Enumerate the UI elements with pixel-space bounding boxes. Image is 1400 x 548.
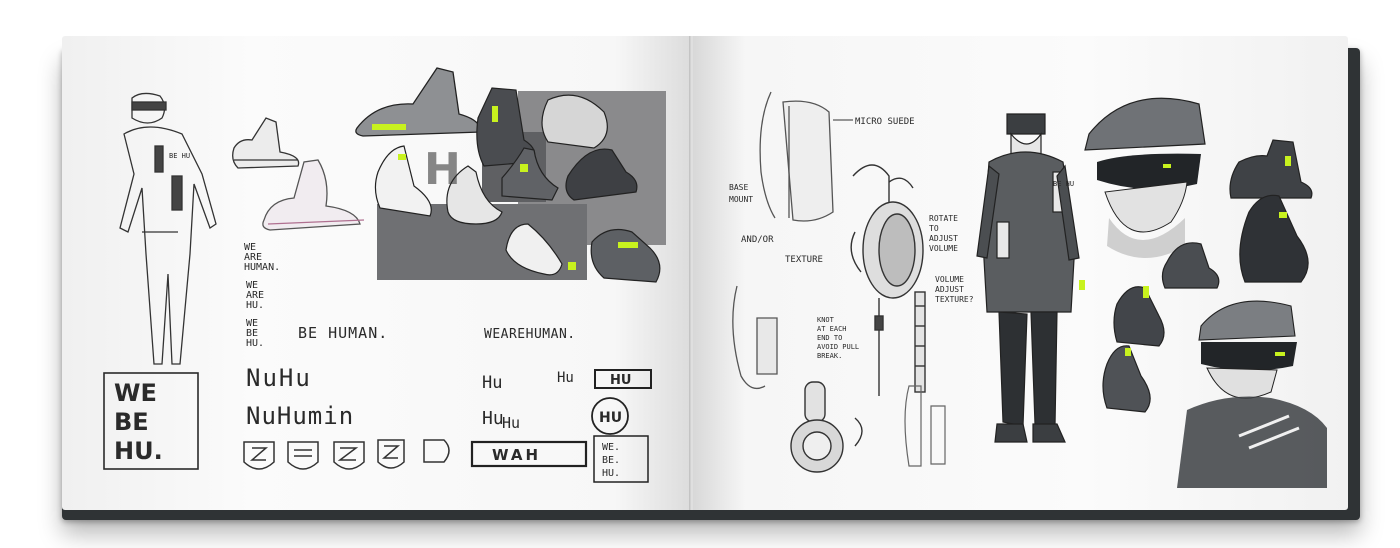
left-page-drawing: BE HU	[103, 67, 666, 483]
note-base-mount: MOUNT	[729, 195, 753, 204]
wordmark-nuhumin: NuHumin	[246, 402, 354, 430]
slogan-line: HU.	[246, 300, 264, 311]
slogan-we-be-hu-small: WE BE HU.	[246, 318, 264, 349]
slogan-line: BE	[246, 328, 258, 339]
note-knot: AVOID PULL	[817, 343, 859, 351]
wordmark-wah-box: WAH	[470, 440, 588, 468]
wordmark-hu-circle: HU	[591, 397, 629, 435]
rendered-shoes-collage: H	[355, 67, 666, 283]
headphone-sketch	[850, 164, 926, 396]
box-line: BE.	[602, 455, 620, 466]
slogan-line: WE	[244, 242, 256, 253]
wordmark-box-we-be-hu: WE. BE. HU.	[593, 435, 649, 483]
wordmark-hu-box: HU	[594, 369, 652, 389]
hu-circle-text: HU	[599, 410, 622, 426]
sneaker-sketch-small	[232, 117, 300, 169]
right-page: MICRO SUEDE BASE MOUNT AND/OR TEXTURE RO	[693, 36, 1348, 510]
visor-head-render-2	[1177, 300, 1327, 488]
book-gutter	[689, 36, 695, 510]
slogan-line: HUMAN.	[244, 262, 280, 273]
slogan-line: ARE	[246, 290, 264, 301]
hu-box-text: HU	[610, 373, 631, 388]
note-volume: TEXTURE?	[935, 295, 974, 304]
note-volume: ADJUST	[935, 285, 964, 294]
hooded-figure-sketch	[119, 92, 217, 365]
note-knot: AT EACH	[817, 325, 847, 333]
strap-clip-sketch	[904, 385, 946, 467]
note-knot: KNOT	[817, 316, 835, 324]
note-rotate: ADJUST	[929, 234, 958, 243]
slogan-line: WE	[246, 318, 258, 329]
volume-knob-sketch	[790, 381, 863, 473]
slogan-we-are-human: WE ARE HUMAN.	[244, 242, 280, 273]
note-rotate: VOLUME	[929, 244, 958, 253]
slogan-wearehuman: WEAREHUMAN.	[484, 327, 576, 342]
wordmark-hu-1: Hu	[482, 373, 502, 393]
strap-sketch	[732, 91, 834, 390]
figure-badge-text: BE HU	[169, 152, 190, 160]
logo-line: WE	[114, 379, 157, 407]
slogan-we-are-hu: WE ARE HU.	[246, 280, 264, 311]
svg-text:H: H	[424, 144, 461, 195]
box-line: WE.	[602, 442, 620, 453]
box-line: HU.	[602, 468, 620, 479]
note-rotate: ROTATE	[929, 214, 958, 223]
note-andor: AND/OR	[741, 235, 774, 245]
note-texture: TEXTURE	[785, 255, 823, 265]
wordmark-hu-2: Hu	[557, 370, 574, 386]
logo-block-we-be-hu: WE BE HU.	[103, 372, 199, 470]
slogan-line: HU.	[246, 338, 264, 349]
note-knot: BREAK.	[817, 352, 842, 360]
jacket-badge-text: BE HU	[1053, 180, 1074, 188]
note-volume: VOLUME	[935, 275, 964, 284]
note-knot: END TO	[817, 334, 842, 342]
monogram-sketches	[243, 439, 450, 470]
sneaker-sketch-pink	[262, 159, 365, 231]
right-page-drawing: MICRO SUEDE BASE MOUNT AND/OR TEXTURE RO	[729, 91, 1327, 488]
jacket-figure	[976, 113, 1085, 443]
note-rotate: TO	[929, 224, 939, 233]
logo-line: HU.	[114, 437, 163, 465]
wordmark-nuhu: NuHu	[246, 364, 312, 392]
slogan-line: ARE	[244, 252, 262, 263]
note-base-mount: BASE	[729, 183, 748, 192]
logo-line: BE	[114, 408, 149, 436]
rendered-shoes-right	[1102, 139, 1313, 413]
left-page: BE HU	[62, 36, 691, 510]
visor-head-render	[1084, 97, 1206, 258]
wordmark-hu-plain: Hu	[482, 408, 504, 429]
wordmark-hu-man: Hu	[502, 414, 520, 432]
slogan-line: WE	[246, 280, 258, 291]
wah-text: WAH	[492, 446, 541, 464]
note-micro-suede: MICRO SUEDE	[855, 117, 915, 127]
slogan-be-human: BE HUMAN.	[298, 324, 388, 342]
